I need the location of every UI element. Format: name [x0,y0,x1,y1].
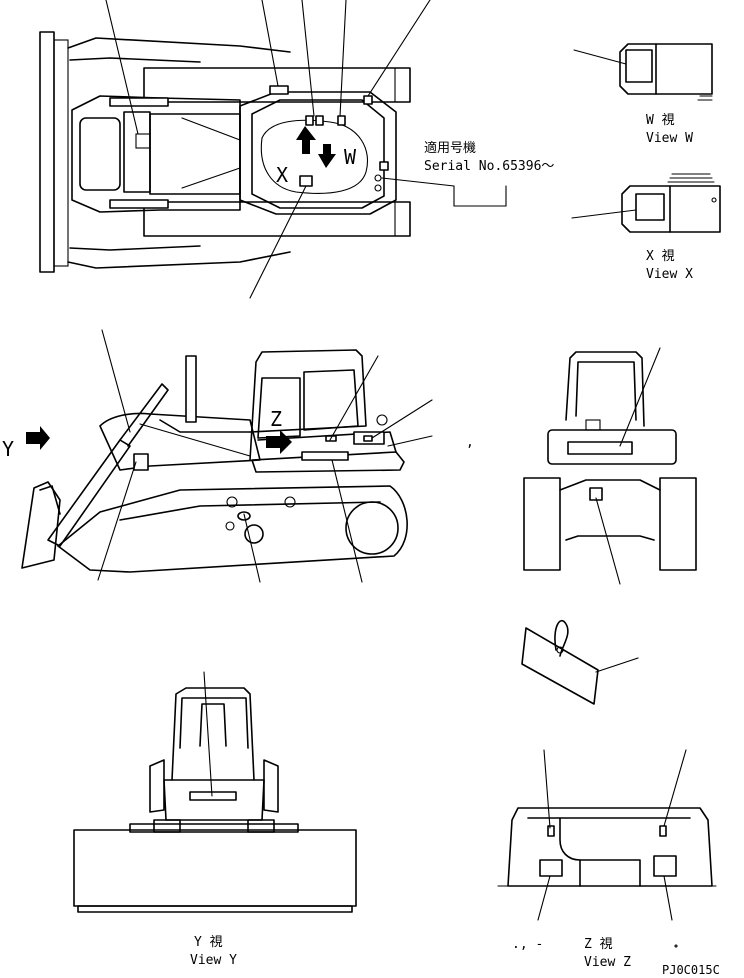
view-z-detail: ., - Z 視 View Z [497,749,717,970]
z-marks: ., - [512,937,543,952]
marker-x: X [276,163,288,187]
top-view-dozer: X W [39,0,507,299]
side-view-dozer: Y Z [2,329,474,583]
view-x-label: View X [646,267,693,282]
serial-note: 適用号機 Serial No.65396～ [424,140,554,174]
rear-view-dozer [523,347,697,585]
tag-detail [521,619,639,705]
marker-y: Y [2,437,14,461]
applicable-label: 適用号機 [424,140,476,156]
view-w-title: W 視 [646,113,675,128]
marker-z: Z [270,407,282,431]
serial-number: Serial No.65396～ [424,159,554,174]
view-y-title: Y 視 [194,935,223,950]
drawing-code: PJ0C015C [662,963,720,977]
view-w-detail: W 視 View W [573,43,713,146]
view-z-label: View Z [584,955,631,970]
front-view-dozer: Y 視 View Y [73,671,357,968]
view-x-detail: X 視 View X [571,173,721,282]
view-w-label: View W [646,131,693,146]
marker-w: W [344,145,357,169]
view-z-title: Z 視 [584,937,613,952]
comma-mark: , [466,435,474,450]
view-x-title: X 視 [646,249,675,264]
view-y-label: View Y [190,953,237,968]
